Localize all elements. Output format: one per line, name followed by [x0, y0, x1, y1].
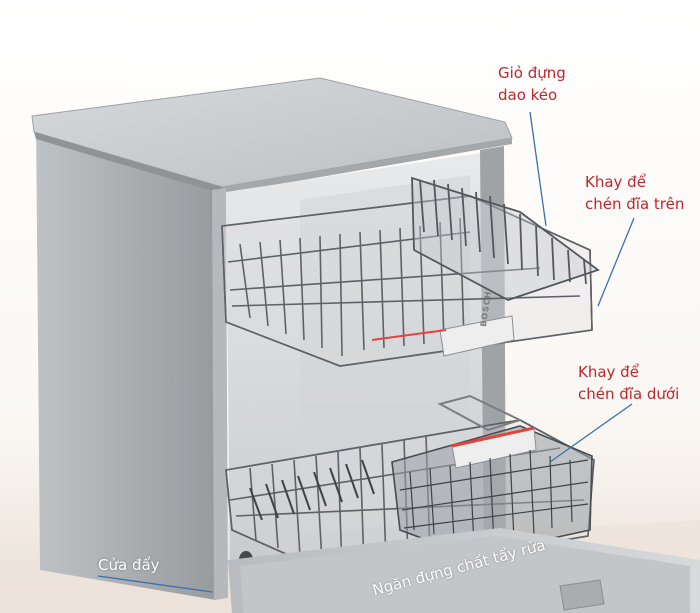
callout-cutlery-basket: Giỏ đựng dao kéo	[498, 62, 566, 106]
callout-cutlery-line2: dao kéo	[498, 86, 558, 104]
leader-upper-rack	[597, 217, 635, 307]
detergent-compartment	[559, 579, 605, 611]
leader-door	[97, 575, 213, 593]
callout-lower-line2: chén đĩa dưới	[578, 385, 680, 403]
cabinet-side-panel	[36, 118, 216, 600]
cutlery-tray	[411, 176, 600, 301]
leader-lines	[97, 111, 635, 593]
cabinet-top-edge	[34, 132, 222, 194]
callout-lower-line1: Khay để	[578, 363, 639, 381]
callout-upper-line2: chén đĩa trên	[585, 195, 685, 213]
plate-tines	[249, 459, 375, 521]
callout-lower-rack: Khay để chén đĩa dưới	[578, 361, 679, 405]
leader-cutlery	[529, 111, 547, 227]
cutlery-basket	[391, 394, 593, 557]
cabinet-top-front-edge	[222, 138, 512, 194]
callout-door: Cửa đẩy	[98, 556, 160, 574]
callout-upper-line1: Khay để	[585, 173, 646, 191]
callout-upper-rack: Khay để chén đĩa trên	[585, 171, 684, 215]
tub-back-wall	[300, 175, 470, 535]
upper-rack-accent	[371, 329, 447, 341]
upper-rack-handle	[439, 315, 515, 357]
callout-cutlery-line1: Giỏ đựng	[498, 64, 566, 82]
leader-lower-rack	[549, 403, 633, 463]
